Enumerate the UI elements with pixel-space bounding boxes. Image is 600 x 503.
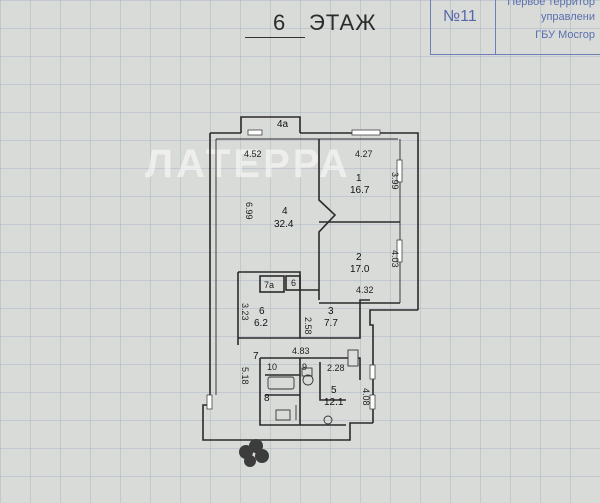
- dim-4-03: 4.03: [390, 250, 400, 268]
- dim-6-99: 6.99: [244, 202, 254, 220]
- plan-walls: [202, 116, 419, 441]
- floor-word: ЭТАЖ: [309, 10, 377, 35]
- stamp-number: №11: [443, 8, 477, 25]
- dim-3-23: 3.23: [240, 303, 250, 321]
- room-4-area: 32.4: [274, 219, 294, 230]
- stamp-line-2: управлени: [540, 11, 595, 23]
- room-1-number: 1: [356, 173, 362, 184]
- dim-4-32: 4.32: [356, 285, 374, 295]
- room-2-number: 2: [356, 252, 362, 263]
- room-6b-number: 6: [291, 278, 296, 288]
- room-8-number: 8: [264, 393, 270, 404]
- dim-5-18: 5.18: [240, 367, 250, 385]
- dim-4-83: 4.83: [292, 346, 310, 356]
- room-4a-number: 4а: [277, 119, 289, 130]
- room-6-area: 6.2: [254, 318, 268, 329]
- watermark-text: ЛАТЕРРА: [145, 142, 351, 186]
- room-3-area: 7.7: [324, 318, 338, 329]
- floor-number: 6: [273, 10, 287, 35]
- registry-stamp: №11 Первое территор управлени ГБУ Мосгор: [430, 0, 600, 55]
- room-6-number: 6: [259, 306, 265, 317]
- room-1-area: 16.7: [350, 185, 370, 196]
- stamp-number-cell: №11: [431, 0, 496, 54]
- dim-3-99: 3.99: [390, 172, 400, 190]
- stamp-line-1: Первое территор: [507, 0, 595, 8]
- room-2-area: 17.0: [350, 264, 370, 275]
- floor-number-underline: [245, 37, 305, 38]
- room-5-area: 12.1: [324, 397, 344, 408]
- dim-2-58: 2.58: [303, 317, 313, 335]
- room-4-number: 4: [282, 206, 288, 217]
- room-3-number: 3: [328, 306, 334, 317]
- dim-2-28: 2.28: [327, 363, 345, 373]
- plan-windows: [206, 129, 403, 410]
- dim-4-27: 4.27: [355, 149, 373, 159]
- room-5-number: 5: [331, 385, 337, 396]
- stamp-line-3: ГБУ Мосгор: [535, 29, 595, 41]
- room-9-number: 9: [302, 362, 307, 372]
- room-10-number: 10: [267, 362, 277, 372]
- plan-fixtures: [267, 349, 359, 425]
- plan-smudge: [239, 439, 269, 467]
- dim-4-52: 4.52: [244, 149, 262, 159]
- floor-title: 6 ЭТАЖ: [245, 8, 395, 38]
- room-7-number: 7: [253, 351, 259, 362]
- dim-4-08: 4.08: [361, 388, 371, 406]
- room-7a-number: 7а: [264, 280, 274, 290]
